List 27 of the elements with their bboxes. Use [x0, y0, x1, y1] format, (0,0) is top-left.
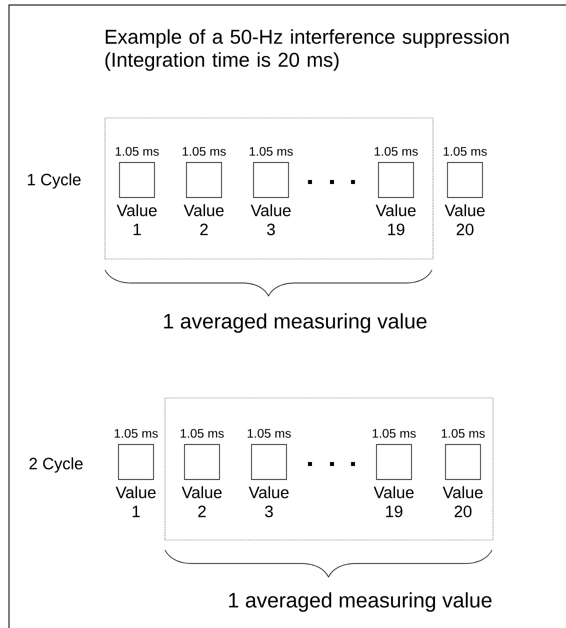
value-label: Value 20: [444, 204, 485, 236]
duration-label: 1.05 ms: [114, 428, 158, 438]
duration-label: 1.05 ms: [248, 428, 291, 438]
cycle-label: 1 Cycle: [28, 173, 81, 189]
value-label: Value 2: [182, 486, 222, 518]
result-label: 1 averaged measuring value: [164, 313, 426, 333]
value-label: Value 19: [374, 486, 414, 518]
value-label: Value 19: [376, 204, 416, 236]
duration-label: 1.05 ms: [116, 146, 159, 156]
value-label: Value 2: [184, 204, 224, 236]
cycle-label: 2 Cycle: [29, 457, 83, 473]
duration-label: 1.05 ms: [180, 428, 224, 438]
duration-label: 1.05 ms: [250, 146, 293, 156]
duration-label: 1.05 ms: [442, 428, 485, 438]
result-label: 1 averaged measuring value: [229, 592, 492, 612]
dotted-frame: [104, 118, 434, 260]
dotted-frame: [164, 398, 494, 540]
value-label: Value 20: [442, 486, 483, 518]
value-label: Value 3: [250, 204, 291, 236]
title: Example of a 50-Hz interference suppression (Integration time is 20 ms): [105, 29, 509, 71]
value-label: Value 3: [248, 486, 289, 518]
value-label: Value 1: [116, 204, 157, 236]
value-label: Value 1: [116, 486, 156, 518]
duration-label: 1.05 ms: [372, 428, 416, 438]
duration-label: 1.05 ms: [374, 146, 418, 156]
duration-label: 1.05 ms: [444, 146, 487, 156]
duration-label: 1.05 ms: [182, 146, 226, 156]
